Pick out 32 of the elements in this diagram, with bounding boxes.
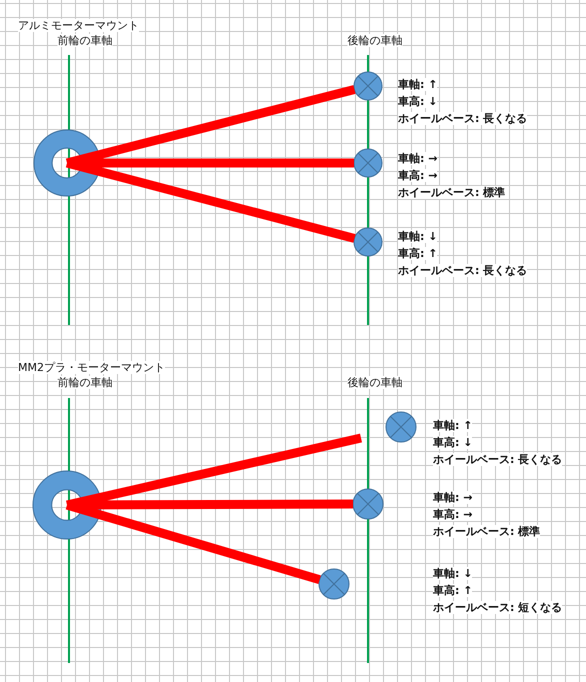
- spec-text: 車軸: →: [398, 152, 438, 165]
- spec-text: ホイールベース: 短くなる: [433, 601, 562, 614]
- spec-text: 車軸: ↑: [433, 419, 472, 432]
- spec-text: 車軸: ↓: [398, 230, 438, 243]
- spec-text: ホイールベース: 長くなる: [398, 264, 528, 277]
- spec-text: 車高: ↓: [433, 436, 472, 449]
- front-wheel-ring: [32, 470, 102, 540]
- spec-text: ホイールベース: 長くなる: [433, 453, 562, 466]
- spec-text: 車高: ↑: [433, 584, 472, 597]
- spec-text: 車高: →: [398, 169, 438, 182]
- rear-wheel-circle: [353, 71, 383, 101]
- spec-text: 車高: ↓: [398, 95, 438, 108]
- heading-text: アルミモーターマウント: [18, 19, 139, 32]
- heading-text: 後輪の車軸: [348, 376, 402, 389]
- spec-text: 車軸: ↓: [433, 567, 472, 580]
- heading-text: 後輪の車軸: [348, 34, 402, 47]
- heading-text: 前輪の車軸: [58, 376, 112, 389]
- rear-wheel-circle: [353, 148, 383, 178]
- heading-text: MM2プラ・モーターマウント: [18, 361, 165, 374]
- rear-wheel-circle: [352, 488, 384, 520]
- spec-text: ホイールベース: 標準: [433, 525, 540, 538]
- rear-wheel-circle: [318, 568, 350, 600]
- spec-text: ホイールベース: 長くなる: [398, 112, 528, 125]
- rear-wheel-circle: [353, 227, 383, 257]
- spec-text: 車軸: ↑: [398, 78, 438, 91]
- spec-text: ホイールベース: 標準: [398, 186, 506, 199]
- rear-wheel-circle: [385, 411, 417, 443]
- heading-text: 前輪の車軸: [58, 34, 112, 47]
- front-wheel-ring: [33, 129, 101, 197]
- spec-text: 車高: ↑: [398, 247, 438, 260]
- spec-text: 車高: →: [433, 508, 472, 521]
- spec-text: 車軸: →: [433, 491, 472, 504]
